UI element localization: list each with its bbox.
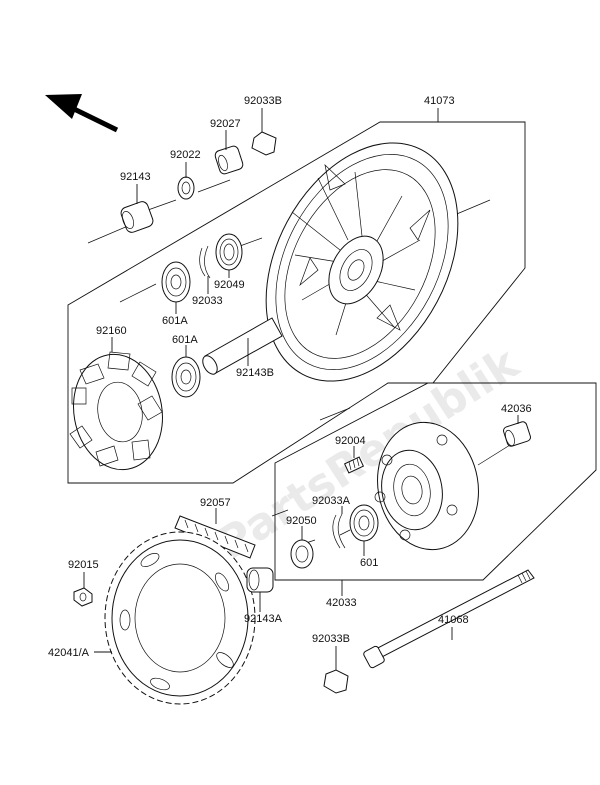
label-92143b: 92143B xyxy=(236,367,274,379)
part-601a-bearing-upper xyxy=(161,261,191,303)
hub-assembly-frame xyxy=(274,382,597,581)
part-92033b-circlip-top xyxy=(251,131,277,156)
part-42041a-sprocket xyxy=(104,531,256,705)
label-92143: 92143 xyxy=(120,171,151,183)
label-92057: 92057 xyxy=(200,497,231,509)
label-92033a: 92033A xyxy=(312,495,351,507)
label-42041a: 42041/A xyxy=(48,647,90,659)
part-92033-circlip xyxy=(199,245,211,279)
rear-wheel-rim xyxy=(265,142,459,382)
leader-lines xyxy=(83,108,519,670)
part-92015-nut xyxy=(73,587,93,607)
label-41068: 41068 xyxy=(438,614,469,626)
part-92022-collar xyxy=(177,176,195,200)
part-92033b-circlip-bottom xyxy=(323,669,349,694)
part-92050-seal xyxy=(290,539,314,569)
part-42033-hub xyxy=(374,421,479,551)
part-92143b-sleeve xyxy=(202,317,283,375)
part-92049-seal xyxy=(215,233,243,271)
part-92027-collar xyxy=(214,145,244,175)
part-92143a-spacer xyxy=(246,567,274,593)
label-41073: 41073 xyxy=(424,95,455,107)
label-92049: 92049 xyxy=(214,279,245,291)
label-601a-upper: 601A xyxy=(162,315,188,327)
part-92033a-circlip xyxy=(332,513,346,549)
part-601a-bearing-lower xyxy=(171,356,201,398)
label-42033: 42033 xyxy=(326,597,357,609)
part-92160-damper xyxy=(69,351,163,471)
label-92033b-top: 92033B xyxy=(244,95,282,107)
label-601a-lower: 601A xyxy=(172,334,198,346)
label-92160: 92160 xyxy=(96,325,127,337)
label-92143a: 92143A xyxy=(244,613,283,625)
part-601-bearing xyxy=(349,504,379,542)
label-92033b-bottom: 92033B xyxy=(312,633,350,645)
label-92022: 92022 xyxy=(170,149,201,161)
label-92027: 92027 xyxy=(210,118,241,130)
direction-arrow-icon xyxy=(45,94,119,133)
part-41068-axle xyxy=(363,569,535,669)
label-92050: 92050 xyxy=(286,515,317,527)
part-92004-stud xyxy=(343,456,365,474)
label-92033: 92033 xyxy=(192,295,223,307)
label-42036: 42036 xyxy=(501,403,532,415)
part-92057-chain xyxy=(174,515,256,559)
part-42036-collar xyxy=(503,421,531,447)
label-601: 601 xyxy=(360,557,378,569)
part-92143-spacer xyxy=(120,201,154,233)
label-92015: 92015 xyxy=(68,559,99,571)
label-92004: 92004 xyxy=(335,435,366,447)
